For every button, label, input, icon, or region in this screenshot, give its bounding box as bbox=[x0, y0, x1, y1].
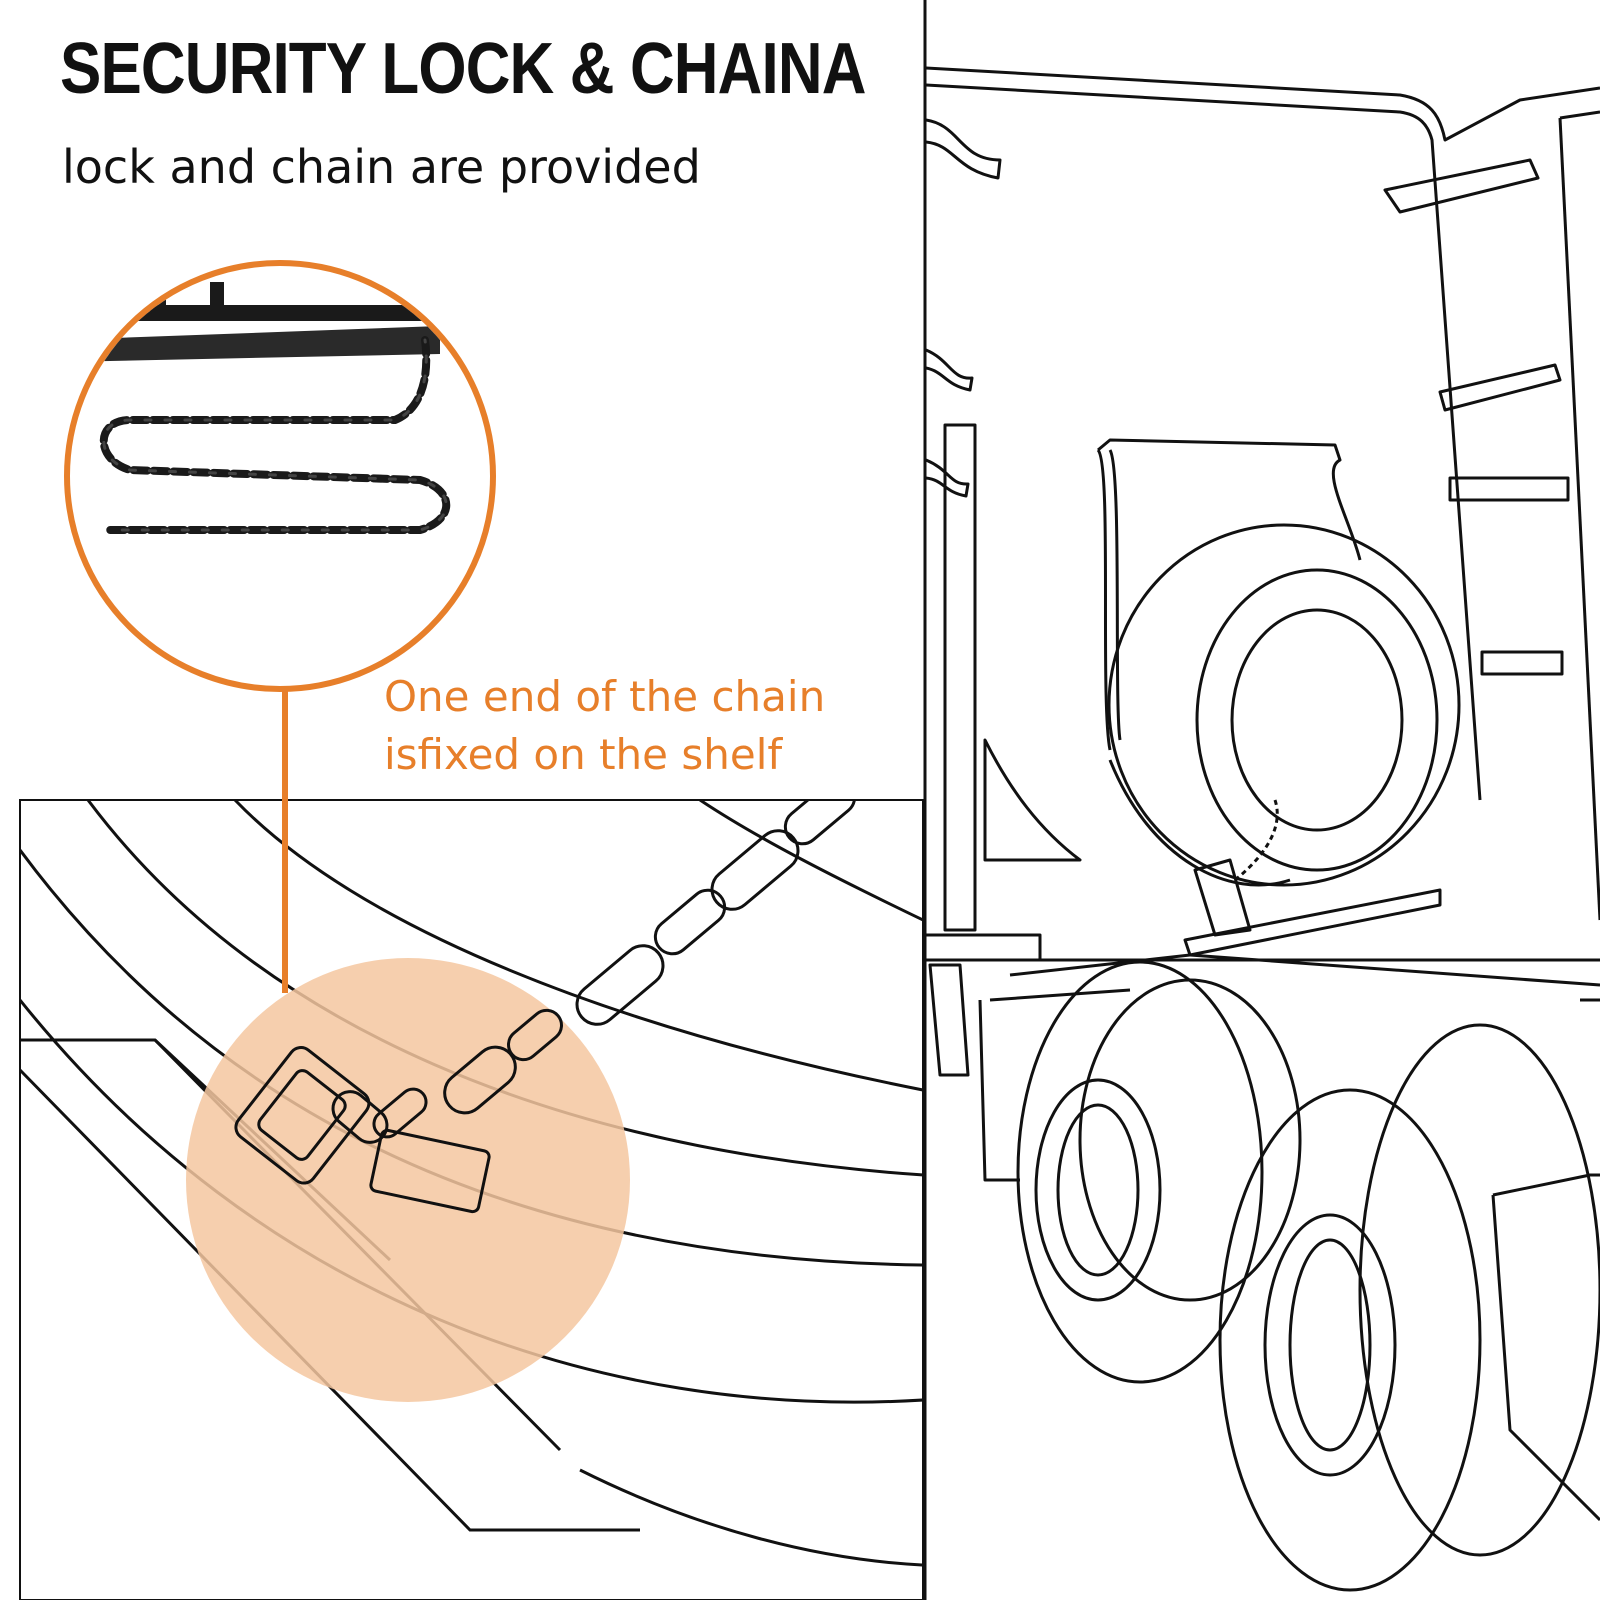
truck-icon bbox=[923, 0, 1600, 1600]
padlock-icon bbox=[234, 1046, 491, 1214]
page-title: SECURITY LOCK & CHAINA bbox=[60, 29, 866, 109]
spare-tire-icon bbox=[1107, 523, 1461, 887]
detail-panel bbox=[19, 799, 924, 1600]
page-subtitle: lock and chain are provided bbox=[62, 140, 701, 194]
highlight-circle bbox=[186, 958, 630, 1402]
callout-text: One end of the chain isfixed on the shel… bbox=[384, 668, 825, 784]
callout-line-2: isfixed on the shelf bbox=[384, 730, 783, 779]
callout-line-1: One end of the chain bbox=[384, 672, 826, 721]
magnifier bbox=[64, 260, 496, 993]
chain-icon bbox=[331, 801, 857, 1144]
chain-photo bbox=[99, 336, 451, 534]
